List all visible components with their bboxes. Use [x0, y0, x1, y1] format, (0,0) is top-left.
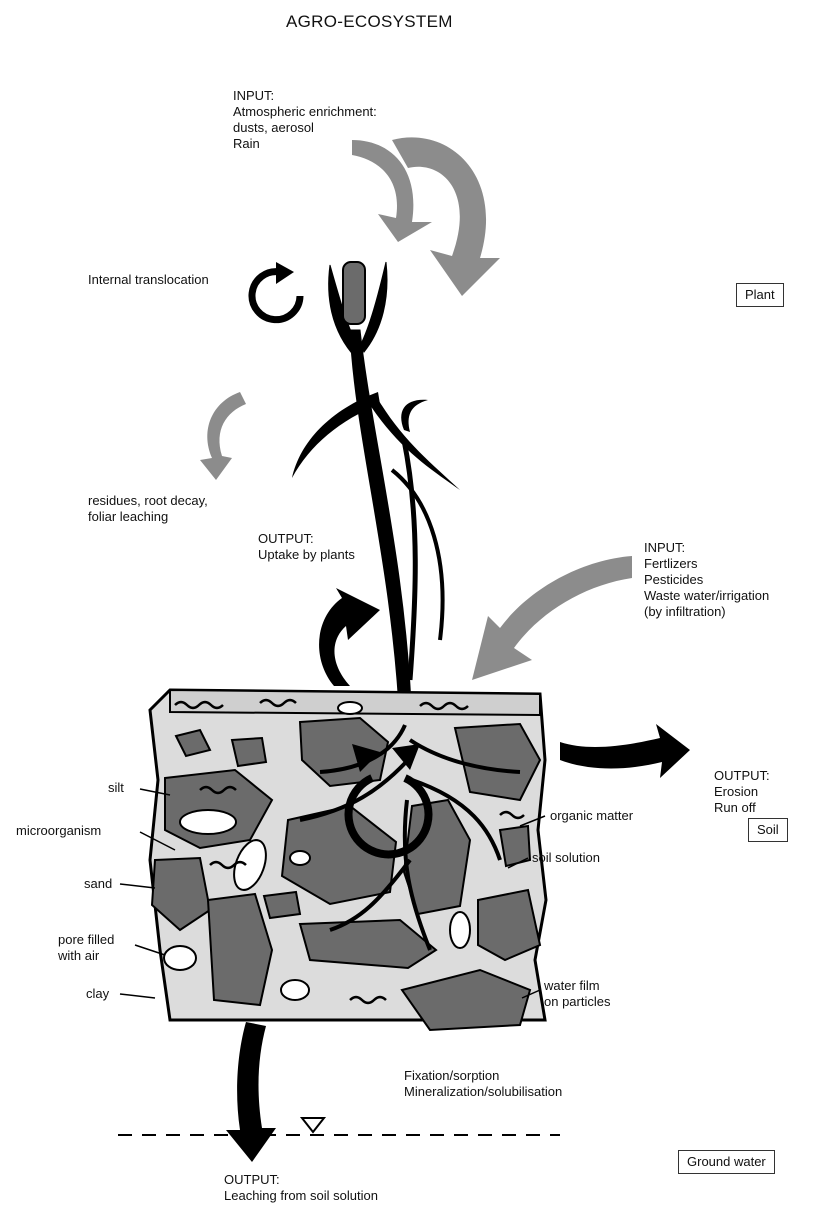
- erosion-output-line3: Run off: [714, 800, 770, 816]
- leaching-arrow: [226, 1022, 276, 1162]
- atmospheric-input-line3: dusts, aerosol: [233, 120, 377, 136]
- uptake-output-line2: Uptake by plants: [258, 547, 355, 563]
- agri-input-line4: Waste water/irrigation: [644, 588, 769, 604]
- internal-translocation-icon: [252, 262, 300, 320]
- residues-label: residues, root decay, foliar leaching: [88, 493, 208, 525]
- soil-label-pore: pore filled with air: [58, 932, 114, 964]
- leaching-output-line1: OUTPUT:: [224, 1172, 378, 1188]
- soil-label-water-film-line2: on particles: [544, 994, 610, 1010]
- agri-input-label: INPUT: Fertlizers Pesticides Waste water…: [644, 540, 769, 620]
- fixation-line2: Mineralization/solubilisation: [404, 1084, 562, 1100]
- water-table: [118, 1118, 560, 1135]
- zone-ground-water: Ground water: [678, 1150, 775, 1174]
- residues-line1: residues, root decay,: [88, 493, 208, 509]
- fixation-label: Fixation/sorption Mineralization/solubil…: [404, 1068, 562, 1100]
- agri-input-arrow: [472, 556, 632, 680]
- soil-label-microorganism: microorganism: [16, 823, 101, 839]
- soil-label-water-film: water film on particles: [544, 978, 610, 1010]
- soil-label-water-film-line1: water film: [544, 978, 610, 994]
- soil-label-pore-line2: with air: [58, 948, 114, 964]
- leaching-output-label: OUTPUT: Leaching from soil solution: [224, 1172, 378, 1204]
- erosion-output-line2: Erosion: [714, 784, 770, 800]
- atmospheric-input-line1: INPUT:: [233, 88, 377, 104]
- plant: [292, 262, 460, 725]
- internal-translocation-label: Internal translocation: [88, 272, 209, 288]
- residues-arrow: [200, 392, 246, 480]
- uptake-output-label: OUTPUT: Uptake by plants: [258, 531, 355, 563]
- leaching-output-line2: Leaching from soil solution: [224, 1188, 378, 1204]
- uptake-arrow: [319, 588, 380, 686]
- soil-label-sand: sand: [84, 876, 112, 892]
- atmospheric-input-label: INPUT: Atmospheric enrichment: dusts, ae…: [233, 88, 377, 152]
- agri-input-line5: (by infiltration): [644, 604, 769, 620]
- erosion-output-line1: OUTPUT:: [714, 768, 770, 784]
- atmospheric-input-line2: Atmospheric enrichment:: [233, 104, 377, 120]
- atmospheric-input-line4: Rain: [233, 136, 377, 152]
- soil-label-silt: silt: [108, 780, 124, 796]
- erosion-arrow: [560, 724, 690, 778]
- uptake-output-line1: OUTPUT:: [258, 531, 355, 547]
- soil-label-organic-matter: organic matter: [550, 808, 633, 824]
- atmospheric-input-arrows: [352, 137, 500, 296]
- agri-input-line3: Pesticides: [644, 572, 769, 588]
- zone-soil: Soil: [748, 818, 788, 842]
- soil-label-soil-solution: soil solution: [532, 850, 600, 866]
- soil-block: [150, 690, 546, 1030]
- fixation-line1: Fixation/sorption: [404, 1068, 562, 1084]
- soil-label-pore-line1: pore filled: [58, 932, 114, 948]
- zone-plant: Plant: [736, 283, 784, 307]
- agri-input-line2: Fertlizers: [644, 556, 769, 572]
- agri-input-line1: INPUT:: [644, 540, 769, 556]
- residues-line2: foliar leaching: [88, 509, 208, 525]
- soil-label-clay: clay: [86, 986, 109, 1002]
- diagram-title: AGRO-ECOSYSTEM: [286, 12, 453, 32]
- erosion-output-label: OUTPUT: Erosion Run off: [714, 768, 770, 816]
